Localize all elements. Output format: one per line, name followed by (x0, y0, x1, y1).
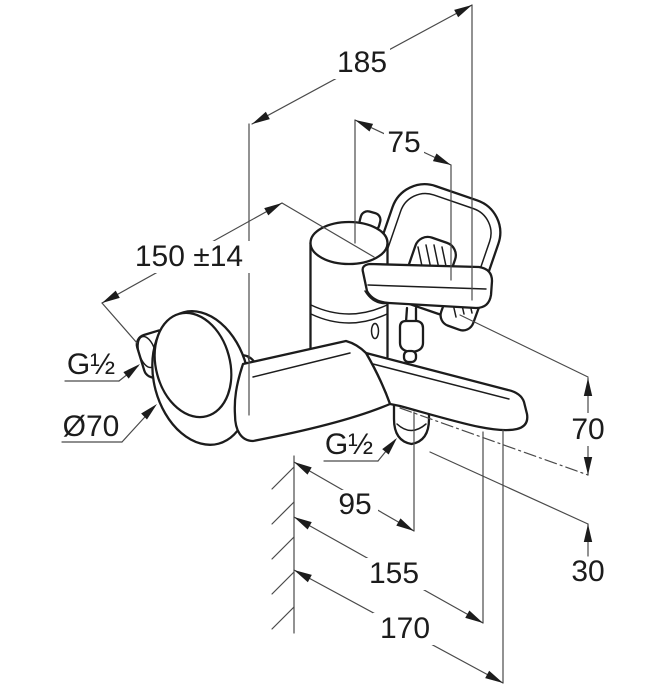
lever-face-edge (367, 284, 487, 290)
dim-label-spout-end-drop: 30 (571, 555, 604, 588)
diverter-knob (398, 319, 425, 354)
arrowhead (396, 518, 414, 531)
label-bg (362, 558, 426, 590)
label-bg (128, 241, 250, 273)
dim-label-handle-span: 75 (387, 126, 420, 159)
knob-stem-left (404, 306, 409, 324)
arrowhead (264, 203, 282, 216)
arrowhead (454, 5, 472, 18)
dim-label-drop-to-spout: 70 (571, 413, 604, 446)
cartridge-ring-1 (310, 304, 388, 315)
ref-line-body-bottom (459, 314, 589, 378)
cartridge-ring-2 (310, 313, 388, 324)
dim-label-total-width: 185 (337, 46, 387, 79)
dim-label-spout-outlet-reach: 155 (369, 557, 419, 590)
dim-label-spout-tip-reach: 170 (380, 612, 430, 645)
faucet-body (135, 183, 529, 446)
limit-stop-pin (370, 322, 380, 340)
ref-line-spout-underside (399, 407, 589, 476)
label-wall-thread: G½ (67, 348, 115, 381)
wall-hatching (271, 466, 295, 630)
label-escutcheon-diameter: Ø70 (63, 410, 120, 443)
arrowhead (583, 378, 593, 396)
dimext-150-right (281, 202, 375, 258)
lever-neck (364, 290, 391, 305)
body-bar (233, 339, 392, 443)
dimext-150-left (101, 302, 138, 344)
diverter-knob-tip (402, 349, 418, 364)
arrowhead (123, 364, 140, 379)
arrowheads (102, 5, 593, 683)
dim-label-shower-outlet-reach: 95 (338, 488, 371, 521)
dimension-annotations: 185 75 150 ±14 70 30 95 155 170 G½ Ø70 G… (61, 4, 606, 684)
dim-label-pipe-centers: 150 ±14 (135, 240, 243, 273)
arrowhead (252, 111, 270, 124)
arrowhead (583, 524, 593, 542)
body-bar-face-edge (252, 352, 351, 378)
label-shower-thread: G½ (325, 428, 373, 461)
arrowhead (465, 610, 483, 623)
arrowhead (102, 290, 120, 303)
arrowhead (355, 120, 374, 132)
arrowhead (583, 457, 593, 475)
lever-handle (361, 262, 494, 310)
arrowhead (382, 438, 397, 455)
left-escutcheon-face (153, 311, 233, 419)
shower-outlet-seam (396, 423, 427, 432)
arrowhead (485, 670, 503, 683)
arrowhead (141, 404, 157, 420)
label-backgrounds (128, 47, 606, 645)
ref-line-spout-tip (429, 451, 589, 525)
arrowhead (294, 462, 312, 475)
label-bg (384, 127, 424, 159)
arrowhead (432, 153, 451, 165)
arrowhead (294, 517, 312, 530)
arrowhead (294, 570, 312, 583)
spout-face-edge (372, 363, 510, 400)
spout (364, 351, 529, 432)
label-bg (334, 47, 390, 79)
label-bg (570, 413, 606, 446)
label-bg (373, 613, 437, 645)
label-bg (332, 490, 378, 522)
